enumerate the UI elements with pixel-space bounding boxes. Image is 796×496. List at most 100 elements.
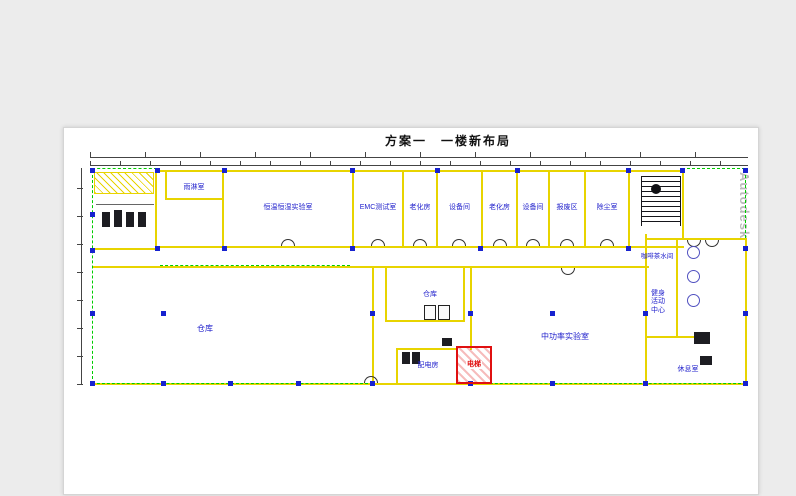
wall-segment xyxy=(92,248,158,250)
column-marker xyxy=(222,168,227,173)
column-marker xyxy=(90,381,95,386)
dimension-ticks-top-outer xyxy=(90,152,748,158)
column-marker xyxy=(350,246,355,251)
wall-segment xyxy=(481,170,483,248)
wall-segment xyxy=(372,266,374,385)
fixture-block xyxy=(126,212,134,227)
double-door-icon xyxy=(438,305,450,320)
wall-segment xyxy=(645,234,647,385)
room-label-pantry: 咖啡茶水间 xyxy=(640,253,674,260)
room-label-warehouse-main: 仓库 xyxy=(197,324,213,333)
perimeter-dashed-line xyxy=(92,170,93,384)
room-label-equipment-2: 设备间 xyxy=(522,204,544,211)
column-marker xyxy=(743,381,748,386)
column-marker xyxy=(155,168,160,173)
perimeter-dashed-line xyxy=(682,168,745,169)
column-marker xyxy=(350,168,355,173)
fixture-block xyxy=(442,338,452,346)
column-marker xyxy=(228,381,233,386)
partition-line xyxy=(96,204,154,205)
fixture-block xyxy=(694,332,710,344)
dimension-ticks-left xyxy=(77,168,83,385)
wall-segment xyxy=(402,170,404,248)
column-marker xyxy=(90,212,95,217)
column-marker xyxy=(743,168,748,173)
wall-segment xyxy=(548,170,550,248)
door-swing-icon xyxy=(371,239,385,246)
dimension-ticks-top-inner xyxy=(90,161,748,166)
wall-segment xyxy=(676,240,678,336)
door-swing-icon xyxy=(600,239,614,246)
wall-segment xyxy=(92,383,747,385)
column-marker xyxy=(161,311,166,316)
wall-segment xyxy=(385,266,387,322)
wall-segment xyxy=(463,266,465,322)
wall-segment xyxy=(157,170,684,172)
wall-segment xyxy=(222,170,224,248)
door-swing-icon xyxy=(413,239,427,246)
column-marker xyxy=(550,311,555,316)
wall-segment xyxy=(516,170,518,248)
fixture-block xyxy=(102,212,110,227)
door-swing-icon xyxy=(526,239,540,246)
column-marker xyxy=(161,381,166,386)
wall-segment xyxy=(628,170,630,248)
column-marker xyxy=(222,246,227,251)
stair-landing-mark xyxy=(651,184,661,194)
wall-segment xyxy=(682,170,684,240)
room-label-equipment-1: 设备间 xyxy=(449,204,470,211)
wall-segment xyxy=(165,170,167,200)
wall-segment xyxy=(155,170,157,250)
column-marker xyxy=(743,311,748,316)
wall-segment xyxy=(436,170,438,248)
wall-segment xyxy=(92,266,649,268)
staircase-symbol xyxy=(641,176,681,226)
column-marker xyxy=(643,311,648,316)
column-marker xyxy=(370,311,375,316)
fixture-block xyxy=(700,356,712,365)
column-marker xyxy=(515,168,520,173)
room-label-aging-2: 老化房 xyxy=(489,204,510,211)
room-label-mid-power-lab: 中功率实验室 xyxy=(541,332,589,341)
perimeter-dashed-line xyxy=(470,383,746,384)
wall-segment xyxy=(584,170,586,248)
fixture-block xyxy=(138,212,146,227)
column-marker xyxy=(296,381,301,386)
room-label-dust-room: 除尘室 xyxy=(596,204,618,211)
dimension-line-top-inner xyxy=(90,165,748,166)
room-label-rain-room: 雨淋室 xyxy=(183,184,205,191)
wall-segment xyxy=(645,336,707,338)
room-label-aging-1: 老化房 xyxy=(409,204,431,211)
room-label-rest-room: 休息室 xyxy=(677,366,699,373)
room-label-const-temp-lab: 恒温恒湿实验室 xyxy=(263,204,313,211)
door-swing-icon xyxy=(560,239,574,246)
wall-segment xyxy=(647,238,745,240)
room-label-emc-test: EMC测试室 xyxy=(359,204,397,211)
table-icon xyxy=(687,246,700,259)
column-marker xyxy=(550,381,555,386)
column-marker xyxy=(155,246,160,251)
door-swing-icon xyxy=(281,239,295,246)
dimension-line-left xyxy=(81,168,82,385)
double-door-icon xyxy=(424,305,436,320)
perimeter-dashed-line xyxy=(92,168,157,169)
column-marker xyxy=(90,311,95,316)
column-marker xyxy=(626,168,631,173)
drawing-title: 方案一 一楼新布局 xyxy=(384,134,511,148)
column-marker xyxy=(435,168,440,173)
column-marker xyxy=(680,168,685,173)
wall-segment xyxy=(470,266,472,350)
perimeter-dashed-line xyxy=(160,265,350,266)
wall-segment xyxy=(385,320,465,322)
room-label-power-room: 配电房 xyxy=(417,362,439,369)
room-label-warehouse-small: 仓库 xyxy=(423,291,437,298)
wall-segment xyxy=(396,348,458,350)
column-marker xyxy=(90,248,95,253)
column-marker xyxy=(643,381,648,386)
room-label-fitness-center: 健身活动中心 xyxy=(651,290,665,314)
table-icon xyxy=(687,294,700,307)
column-marker xyxy=(743,246,748,251)
perimeter-dashed-line xyxy=(745,170,746,238)
wall-segment xyxy=(157,246,684,248)
room-label-elevator: 电梯 xyxy=(466,360,482,370)
